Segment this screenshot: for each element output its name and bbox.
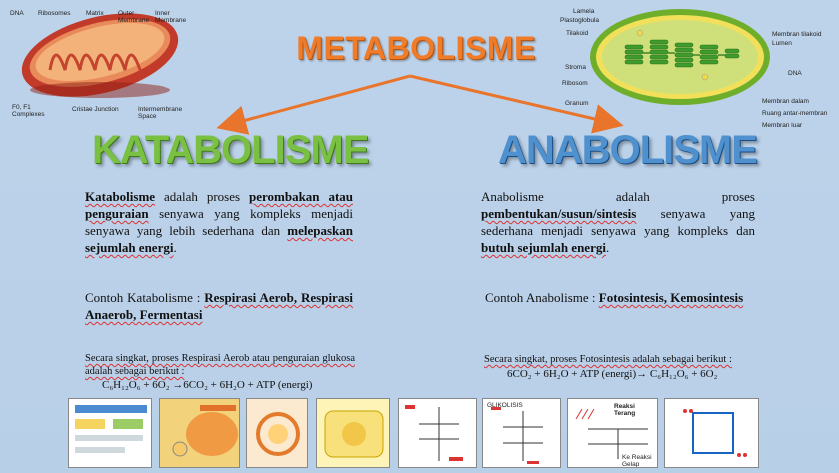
thumb6-title: GLIKOLISIS bbox=[487, 402, 523, 409]
katabolisme-heading: KATABOLISME bbox=[92, 128, 369, 172]
kata-contoh-label: Contoh Katabolisme : bbox=[85, 290, 205, 305]
anabolisme-equation: 6CO₂ + 6H₂O + ATP (energi)→ C₆H₁₂O₆ + 6O… bbox=[507, 368, 718, 380]
page-title: METABOLISME bbox=[296, 30, 536, 66]
anabolisme-ringkas: Secara singkat, proses Fotosintesis adal… bbox=[484, 354, 732, 365]
katabolisme-equation: C₆H₁₂O₆ + 6O₂ →6CO₂ + 6H₂O + ATP (energi… bbox=[102, 379, 313, 391]
mito-label-dna: DNA bbox=[10, 10, 24, 17]
ana-def-bold1: pembentukan/susun/sintesis bbox=[481, 206, 637, 221]
mitochondrion-diagram bbox=[0, 0, 200, 120]
anabolisme-contoh: Contoh Anabolisme : Fotosintesis, Kemosi… bbox=[485, 289, 757, 306]
chloro-label-membran-tilakoid: Membran tilakoid bbox=[772, 31, 822, 38]
thumbnail-8[interactable] bbox=[664, 398, 759, 468]
mito-label-f0f1: F0, F1 Complexes bbox=[12, 104, 45, 118]
chloro-label-lamela: Lamela bbox=[573, 8, 595, 15]
kata-def-text3: dan bbox=[254, 223, 288, 238]
ana-contoh-label: Contoh Anabolisme : bbox=[485, 290, 599, 305]
chloro-label-lumen: Lumen bbox=[772, 40, 792, 47]
chloro-label-membran-dalam: Membran dalam bbox=[762, 98, 809, 105]
chloro-label-ribosom: Ribosom bbox=[562, 80, 588, 87]
mito-label-matrix: Matrix bbox=[86, 10, 104, 17]
ana-contoh-value: Fotosintesis, Kemosintesis bbox=[598, 290, 744, 305]
thumbnail-7[interactable]: Reaksi Terang Ke Reaksi Gelap bbox=[567, 398, 658, 468]
chloro-label-ruang-antar: Ruang antar-membran bbox=[762, 110, 828, 117]
chloro-label-membran-luar: Membran luar bbox=[762, 122, 803, 129]
ana-def-text2: senyawa yang sederhana menjadi senyawa y… bbox=[481, 206, 755, 238]
kata-def-end: . bbox=[173, 240, 177, 255]
katabolisme-contoh: Contoh Katabolisme : Respirasi Aerob, Re… bbox=[85, 289, 353, 323]
chloro-label-granum: Granum bbox=[565, 100, 589, 107]
thumbnail-1[interactable] bbox=[68, 398, 152, 468]
chloro-label-stroma: Stroma bbox=[565, 64, 586, 71]
ana-def-bold2: butuh sejumlah energi bbox=[481, 240, 606, 255]
chloro-label-plastoglobula: Plastoglobula bbox=[560, 17, 600, 24]
chloro-label-tilakoid: Tilakoid bbox=[566, 30, 589, 37]
thumbnail-3[interactable] bbox=[246, 398, 308, 468]
katabolisme-ringkas: Secara singkat, proses Respirasi Aerob a… bbox=[85, 353, 355, 377]
thumb7-bottom: Ke Reaksi Gelap bbox=[622, 454, 652, 468]
kata-def-bold2: melepaskan sejumlah energi bbox=[85, 223, 353, 255]
thumbnail-4[interactable] bbox=[316, 398, 390, 468]
katabolisme-definition: Katabolisme adalah proses perombakan ata… bbox=[85, 188, 353, 256]
thumbnail-6[interactable]: GLIKOLISIS bbox=[482, 398, 561, 468]
ana-def-text1: Anabolisme adalah proses bbox=[481, 189, 755, 204]
anabolisme-definition: Anabolisme adalah proses pembentukan/sus… bbox=[481, 188, 755, 256]
kata-def-bold1: perombakan atau penguraian bbox=[85, 189, 353, 221]
mito-label-ribosomes: Ribosomes bbox=[38, 10, 71, 17]
thumb7-title: Reaksi Terang bbox=[614, 403, 636, 417]
kata-contoh-value: Respirasi Aerob, Respirasi Anaerob, Ferm… bbox=[85, 290, 353, 322]
kata-def-text2: senyawa yang kompleks menjadi senyawa ya… bbox=[85, 206, 353, 238]
mito-label-outer-membrane: Outer Membrane bbox=[118, 10, 150, 24]
thumbnail-2[interactable] bbox=[159, 398, 240, 468]
kata-def-text1: adalah proses bbox=[155, 189, 249, 204]
ana-def-end: . bbox=[605, 240, 610, 255]
mito-label-intermembrane: Intermembrane Space bbox=[138, 106, 183, 120]
mito-label-cristae: Cristae Junction bbox=[72, 106, 119, 113]
anabolisme-heading: ANABOLISME bbox=[498, 128, 758, 172]
thumbnail-5[interactable] bbox=[398, 398, 477, 468]
kata-def-term: Katabolisme bbox=[85, 189, 156, 204]
chloro-label-dna: DNA bbox=[788, 70, 802, 77]
chloroplast-diagram bbox=[585, 5, 775, 110]
mito-label-inner-membrane: Inner Membrane bbox=[155, 10, 187, 24]
